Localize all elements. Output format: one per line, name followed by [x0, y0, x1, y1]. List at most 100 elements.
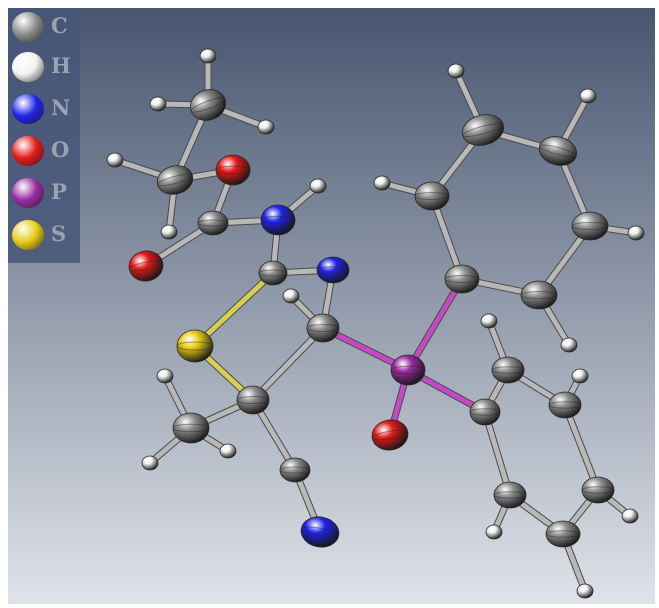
- atom-n-n-amide: [260, 204, 296, 236]
- legend-swatch-c: [12, 12, 44, 42]
- atom-o-o-ester: [215, 154, 251, 186]
- ellipsoid-axis: [493, 491, 527, 499]
- atom-h-ph1-h4: [579, 88, 597, 104]
- ellipsoid-axis: [300, 526, 340, 538]
- ellipsoid-axis: [306, 324, 340, 332]
- atom-s-s-ring: [176, 329, 214, 363]
- ellipsoid-axis: [371, 429, 409, 441]
- atom-c-ph1-c4: [538, 136, 578, 166]
- legend-swatch-p: [12, 178, 44, 208]
- ellipsoid-axis: [462, 122, 504, 138]
- atom-c-ph2-c3: [548, 391, 582, 419]
- legend-item-h: H: [8, 48, 80, 84]
- atom-c-c-nitrile: [279, 457, 311, 483]
- atom-h-ph1-h6: [560, 337, 578, 353]
- atom-c-ph1-c5: [571, 211, 609, 241]
- ellipsoid-axis: [260, 215, 296, 225]
- atom-n-n-ring: [316, 256, 350, 284]
- atom-c-c-quat: [236, 385, 270, 415]
- atom-o-o-carbonyl: [128, 250, 164, 282]
- ellipsoid-axis: [236, 396, 270, 404]
- atom-n-n-nitrile: [300, 516, 340, 548]
- legend-label-s: S: [51, 221, 67, 246]
- ellipsoid-axis: [581, 486, 615, 494]
- bond-ph2_c6-ph2_c1: [482, 409, 513, 498]
- atom-h-ph2-h4: [621, 508, 639, 524]
- ellipsoid-axis: [197, 219, 229, 227]
- atom-c-ph2-c1: [469, 398, 501, 426]
- atom-c-ph2-c4: [581, 476, 615, 504]
- legend-item-o: O: [8, 132, 80, 168]
- legend-item-s: S: [8, 216, 80, 252]
- atom-h-h-ch2b: [160, 224, 178, 240]
- ellipsoid-axis: [545, 530, 581, 538]
- ellipsoid-axis: [414, 192, 450, 200]
- bond-ph2_c3-ph2_c4: [562, 402, 601, 493]
- atom-h-h-me1: [199, 48, 217, 64]
- legend-label-n: N: [51, 95, 71, 120]
- atom-c-c-ring-h: [306, 313, 340, 343]
- ellipsoid-axis: [491, 366, 525, 374]
- atom-c-ph2-c5: [545, 520, 581, 548]
- ellipsoid-axis: [190, 97, 226, 113]
- atom-h-ph1-h3: [447, 63, 465, 79]
- ellipsoid-axis: [520, 291, 558, 299]
- legend-label-c: C: [51, 13, 68, 38]
- bond-c_ring-s_ring: [192, 270, 276, 349]
- atom-p-p: [390, 354, 426, 386]
- atom-c-c-ring: [258, 260, 288, 286]
- atom-c-c-me-top: [189, 89, 227, 121]
- legend-label-h: H: [51, 53, 71, 78]
- atom-c-ph2-c6: [493, 481, 527, 509]
- atom-c-c-carbonyl: [197, 210, 229, 236]
- atom-h-h-ml2: [141, 455, 159, 471]
- atom-c-c-ch2: [156, 165, 194, 195]
- ellipsoid-axis: [539, 144, 577, 158]
- molecular-structure: [8, 8, 655, 604]
- ellipsoid-axis: [176, 341, 214, 351]
- ellipsoid-axis: [157, 173, 193, 187]
- atom-h-ph2-h2: [480, 313, 498, 329]
- atom-h-ph2-h3: [571, 368, 589, 384]
- legend-label-p: P: [51, 179, 67, 204]
- legend-swatch-n: [12, 94, 44, 124]
- ellipsoid-axis: [279, 466, 311, 474]
- ellipsoid-axis: [444, 275, 480, 283]
- viewer-background: [8, 8, 655, 604]
- atom-c-c-me-low: [172, 412, 210, 444]
- ellipsoid-axis: [469, 408, 501, 416]
- ellipsoid-axis: [571, 222, 609, 230]
- legend-swatch-s: [12, 220, 44, 250]
- ellipsoid-axis: [128, 260, 164, 272]
- atom-c-ph1-c6: [520, 280, 558, 310]
- ellipsoid-axis: [215, 165, 251, 175]
- legend-item-n: N: [8, 90, 80, 126]
- ellipsoid-axis: [390, 365, 426, 375]
- bond-p-ph1_c1: [405, 276, 465, 373]
- legend-item-c: C: [8, 8, 80, 44]
- bond-c_ring_h-c_quat: [250, 325, 326, 403]
- ellipsoid-axis: [172, 423, 210, 433]
- legend-swatch-h: [12, 52, 44, 82]
- atom-c-ph1-c1: [444, 264, 480, 294]
- atom-h-ph1-h5: [627, 225, 645, 241]
- atom-h-ph2-h5: [576, 583, 594, 599]
- ellipsoid-axis: [258, 269, 288, 277]
- atom-h-h-ml1: [156, 368, 174, 384]
- atom-h-h-ch2a: [106, 152, 124, 168]
- legend-label-o: O: [51, 137, 70, 162]
- ellipsoid-axis: [548, 401, 582, 409]
- atom-c-ph1-c3: [461, 114, 505, 146]
- atom-o-o-p: [371, 419, 409, 451]
- ellipsoid-axis: [316, 266, 350, 274]
- legend-swatch-o: [12, 136, 44, 166]
- legend-item-p: P: [8, 174, 80, 210]
- atom-h-h-ring: [282, 288, 300, 304]
- atom-h-h-amide: [309, 178, 327, 194]
- atom-h-h-me2: [149, 96, 167, 112]
- atom-h-h-me3: [257, 119, 275, 135]
- atom-c-ph1-c2: [414, 181, 450, 211]
- atom-c-ph2-c2: [491, 356, 525, 384]
